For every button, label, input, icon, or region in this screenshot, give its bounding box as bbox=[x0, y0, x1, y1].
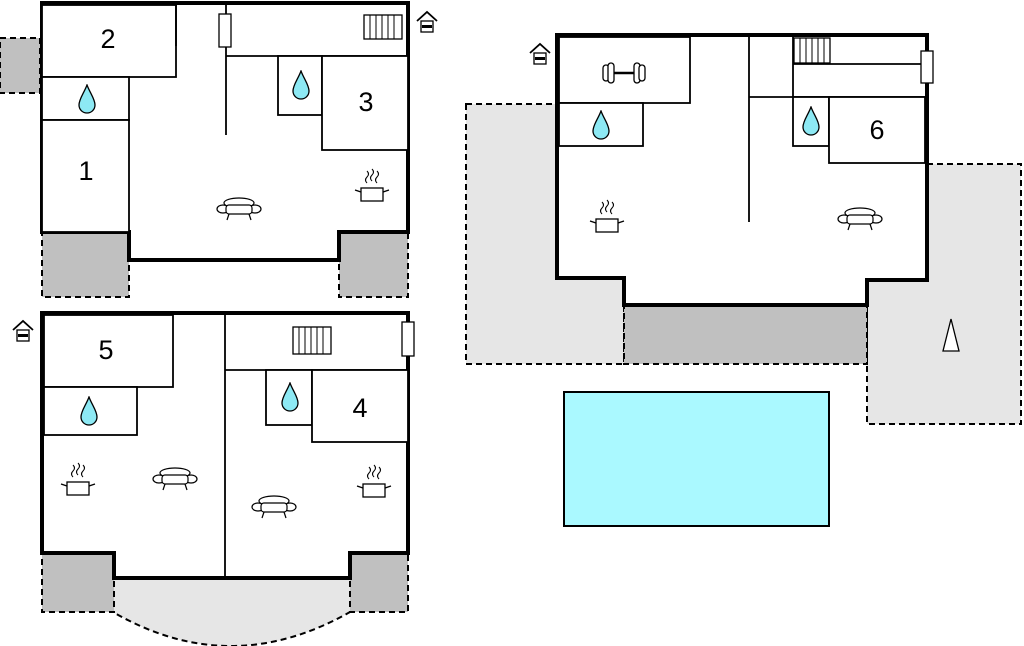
building-b: 5 4 bbox=[12, 311, 415, 646]
terrace-b-left bbox=[41, 552, 115, 613]
house-icon bbox=[12, 320, 34, 342]
terrace-c bbox=[623, 304, 868, 365]
room-number-1: 1 bbox=[78, 156, 93, 186]
terrace-a-left bbox=[41, 231, 130, 298]
room-1 bbox=[41, 119, 130, 233]
patio-b bbox=[112, 577, 351, 646]
room-number-6: 6 bbox=[869, 115, 884, 145]
room-3 bbox=[321, 55, 409, 151]
window-icon bbox=[401, 321, 415, 357]
terrace-a-side bbox=[0, 37, 41, 94]
window-icon bbox=[920, 50, 934, 84]
room-4 bbox=[311, 369, 409, 443]
house-icon bbox=[529, 43, 551, 65]
building-a: 2 1 3 bbox=[0, 1, 438, 298]
room-number-5: 5 bbox=[98, 335, 113, 365]
terrace-a-right bbox=[338, 231, 409, 298]
house-icon bbox=[416, 11, 438, 33]
gym-room bbox=[558, 36, 691, 104]
terrace-b-right bbox=[349, 552, 409, 613]
room-number-3: 3 bbox=[358, 87, 373, 117]
room-5 bbox=[43, 314, 174, 388]
room-2 bbox=[41, 4, 177, 78]
radiator-icon bbox=[363, 14, 403, 40]
tent-icon bbox=[942, 318, 960, 352]
radiator-icon bbox=[292, 326, 332, 355]
room-6 bbox=[828, 96, 926, 164]
swimming-pool bbox=[563, 391, 830, 527]
radiator-icon bbox=[793, 37, 831, 64]
window-icon bbox=[218, 13, 232, 48]
room-number-2: 2 bbox=[100, 24, 115, 54]
room-number-4: 4 bbox=[352, 393, 367, 423]
building-c: 6 bbox=[465, 33, 1022, 527]
